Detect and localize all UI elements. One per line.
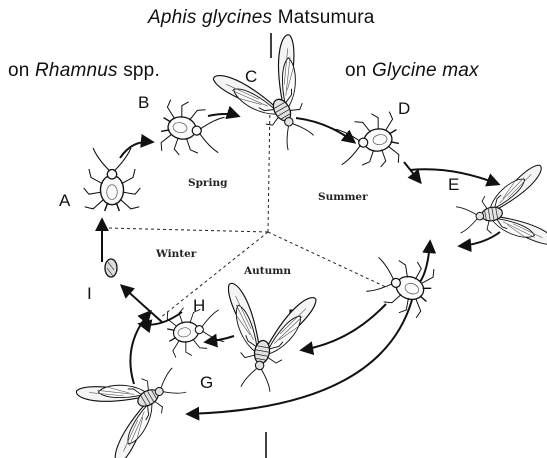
cycle-arrows <box>102 114 500 414</box>
aphid-f-alate-icon <box>212 283 317 397</box>
aphid-g-alate-icon <box>75 344 200 458</box>
aphid-a-icon <box>84 148 141 211</box>
aphid-autumn-icon <box>363 249 438 320</box>
egg-icon <box>105 259 117 277</box>
aphid-c-alate-icon <box>212 34 339 165</box>
aphid-h-icon <box>164 302 226 359</box>
season-dividers <box>107 102 388 318</box>
aphid-b-icon <box>158 98 226 162</box>
aphid-d-icon <box>334 110 402 174</box>
